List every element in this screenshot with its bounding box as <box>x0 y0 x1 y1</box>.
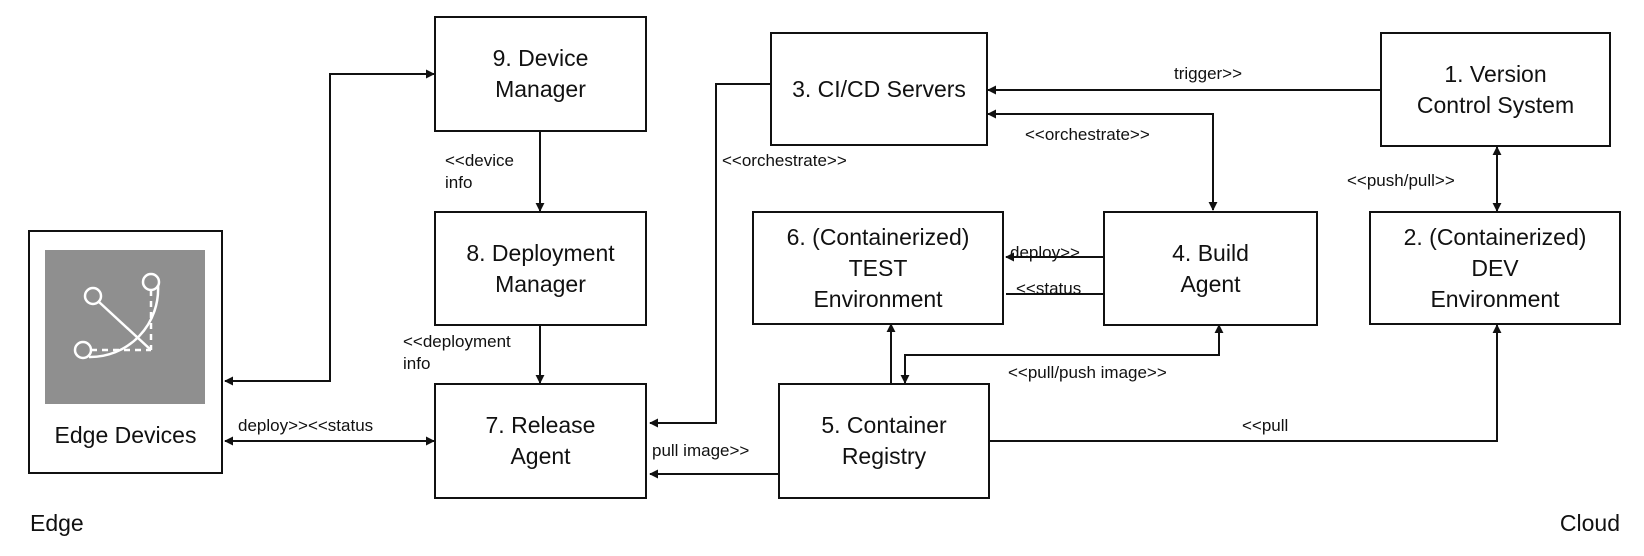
cloud-region-label: Cloud <box>1559 510 1620 536</box>
cicd-servers-node: 3. CI/CD Servers <box>770 32 988 146</box>
dev-environment-label: 2. (Containerized) DEV Environment <box>1403 223 1587 312</box>
deployment-manager-node: 8. Deployment Manager <box>434 211 647 326</box>
orchestrate-release-label: <<orchestrate>> <box>722 151 847 170</box>
version-control-label: 1. Version Control System <box>1416 60 1575 118</box>
test-environment-label: 6. (Containerized) TEST Environment <box>786 223 970 312</box>
dev-environment-node: 2. (Containerized) DEV Environment <box>1369 211 1621 325</box>
pull-dev-label: <<pull <box>1242 416 1289 435</box>
edge-region-label: Edge <box>30 510 84 536</box>
device-manager-node: 9. Device Manager <box>434 16 647 132</box>
device-manager-label: 9. Device Manager <box>492 45 589 102</box>
version-control-node: 1. Version Control System <box>1380 32 1611 147</box>
device-info-label: <<device info <box>445 151 514 192</box>
edge-devices-icon <box>45 250 205 404</box>
orchestrate-release-arrow <box>649 83 773 428</box>
orchestrate-build-arrow <box>987 109 1218 211</box>
deployment-info-label: <<deployment info <box>403 332 511 373</box>
deploy-test-label: deploy>> <box>1010 243 1080 262</box>
trigger-label: trigger>> <box>1174 64 1243 83</box>
edge-devices-label: Edge Devices <box>54 422 197 448</box>
deploy-status-edge-label: deploy>><<status <box>238 416 374 435</box>
pull-image-label: pull image>> <box>652 441 750 460</box>
deployment-manager-label: 8. Deployment Manager <box>466 239 615 297</box>
build-agent-node: 4. Build Agent <box>1103 211 1318 326</box>
container-registry-label: 5. Container Registry <box>821 412 947 469</box>
pull-push-image-arrow <box>900 324 1224 384</box>
pull-dev-arrow <box>990 324 1502 442</box>
container-registry-node: 5. Container Registry <box>778 383 990 499</box>
test-environment-node: 6. (Containerized) TEST Environment <box>752 211 1004 325</box>
edge-device-manager-arrow <box>224 69 435 386</box>
pull-push-image-label: <<pull/push image>> <box>1008 363 1167 382</box>
release-agent-label: 7. Release Agent <box>485 412 596 469</box>
orchestrate-build-label: <<orchestrate>> <box>1025 125 1150 144</box>
release-agent-node: 7. Release Agent <box>434 383 647 499</box>
edge-devices-node: Edge Devices <box>28 230 223 474</box>
cicd-servers-label: 3. CI/CD Servers <box>792 75 966 102</box>
build-agent-label: 4. Build Agent <box>1172 239 1249 297</box>
push-pull-label: <<push/pull>> <box>1347 171 1455 190</box>
status-test-label: <<status <box>1016 279 1082 298</box>
